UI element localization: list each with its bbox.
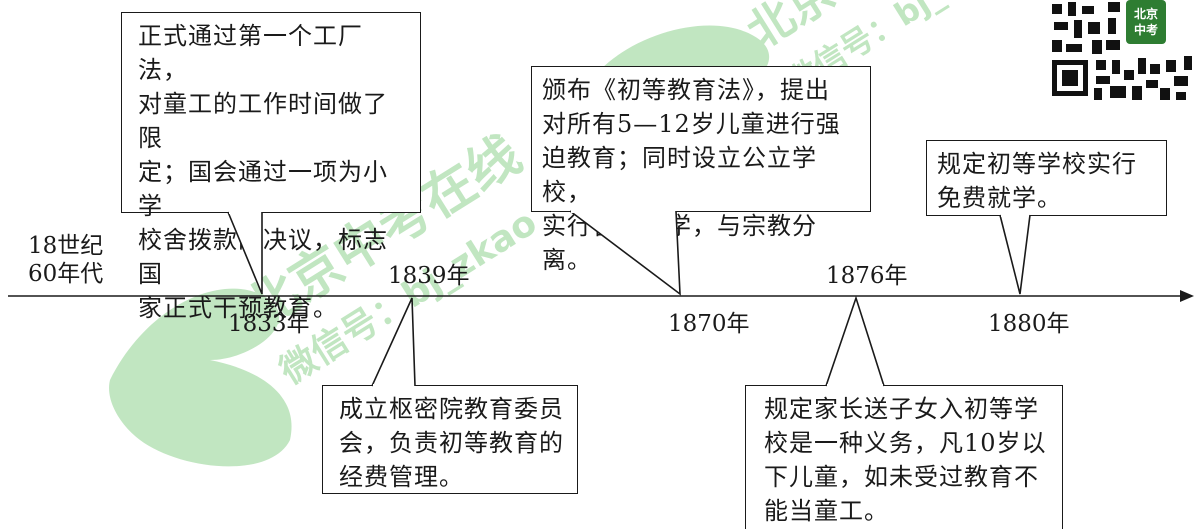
label-1880: 1880年 <box>988 311 1070 337</box>
pointer-1839 <box>371 297 416 387</box>
callout-1876: 规定家长送子女入初等学 校是一种义务，凡10岁以 下儿童，如未受过教育不 能当童… <box>745 385 1063 529</box>
pointer-1876 <box>825 295 885 387</box>
pointer-1880 <box>999 214 1031 295</box>
label-1870: 1870年 <box>668 311 750 337</box>
label-1839: 1839年 <box>388 263 470 289</box>
qr-badge-line2: 中考 <box>1134 22 1158 37</box>
watermark-text-top: 北京中考在线 <box>737 0 1000 59</box>
callout-1870: 颁布《初等教育法》，提出 对所有5—12岁儿童进行强 迫教育；同时设立公立学校，… <box>531 66 871 274</box>
timeline-arrowhead <box>1180 290 1194 302</box>
label-start: 18世纪 60年代 <box>28 233 104 287</box>
callout-1833: 正式通过第一个工厂法， 对童工的工作时间做了限 定；国会通过一项为小学 校舍拨款… <box>121 12 421 322</box>
callout-1880: 规定初等学校实行 免费就学。 <box>926 140 1167 216</box>
label-1876: 1876年 <box>826 263 908 289</box>
callout-1839: 成立枢密院教育委员 会，负责初等教育的 经费管理。 <box>322 385 578 494</box>
label-1833: 1833年 <box>228 311 310 337</box>
qr-code: 北京 中考 <box>1048 0 1194 104</box>
qr-badge-line1: 北京 <box>1134 6 1158 21</box>
